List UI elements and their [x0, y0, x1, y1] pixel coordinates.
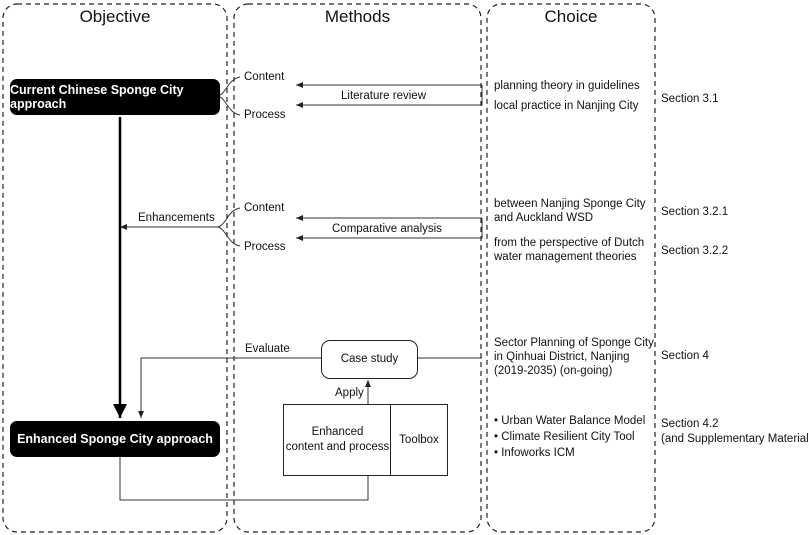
- objective-heading: Objective: [79, 7, 151, 26]
- literature-review-label: Literature review: [341, 90, 427, 102]
- bracket-1: [217, 76, 241, 116]
- planning-theory-label: planning theory in guidelines: [494, 80, 640, 92]
- evaluate-label: Evaluate: [245, 343, 290, 355]
- local-practice-label: local practice in Nanjing City: [494, 100, 639, 112]
- objective-column-frame: [2, 3, 228, 533]
- tool-item: • Climate Resilient City Tool: [494, 431, 635, 443]
- content-label-1: Content: [244, 71, 285, 83]
- bracket-2: [217, 207, 241, 247]
- arrow-dutch-to-process: [296, 218, 483, 241]
- arrow-evaluate: [138, 357, 322, 418]
- tool-item: • Urban Water Balance Model: [494, 415, 646, 427]
- process-label-1: Process: [244, 109, 286, 121]
- section-3-2-2: Section 3.2.2: [661, 245, 729, 257]
- between-nanjing-label: between Nanjing Sponge City and Auckland…: [494, 198, 646, 224]
- current-approach-box: Current Chinese Sponge City approach: [10, 79, 220, 115]
- comparative-analysis-label: Comparative analysis: [332, 223, 442, 235]
- case-study-box: Case study: [321, 340, 418, 379]
- section-4-2: Section 4.2: [661, 418, 719, 430]
- dutch-theories-label: from the perspective of Dutch water mana…: [494, 237, 645, 263]
- line-enhanced-to-toolbox: [119, 457, 369, 501]
- methods-heading: Methods: [324, 7, 391, 26]
- enhanced-approach-box: Enhanced Sponge City approach: [10, 421, 220, 457]
- arrow-local-to-process: [296, 85, 483, 108]
- methods-column-frame: [233, 3, 482, 533]
- tool-item: • Infoworks ICM: [494, 447, 575, 459]
- toolbox-box: Toolbox: [390, 404, 448, 476]
- section-4-2-note: (and Supplementary Material): [661, 433, 809, 445]
- enhancements-label: Enhancements: [138, 212, 215, 224]
- section-3-1: Section 3.1: [661, 93, 719, 105]
- enhanced-content-box: Enhanced content and process: [283, 404, 392, 476]
- choice-heading: Choice: [544, 7, 598, 26]
- process-label-2: Process: [244, 241, 286, 253]
- content-label-2: Content: [244, 202, 285, 214]
- apply-label: Apply: [335, 387, 364, 399]
- section-3-2-1: Section 3.2.1: [661, 206, 729, 218]
- section-4: Section 4: [661, 350, 709, 362]
- sector-planning-label: Sector Planning of Sponge City in Qinhua…: [494, 337, 654, 377]
